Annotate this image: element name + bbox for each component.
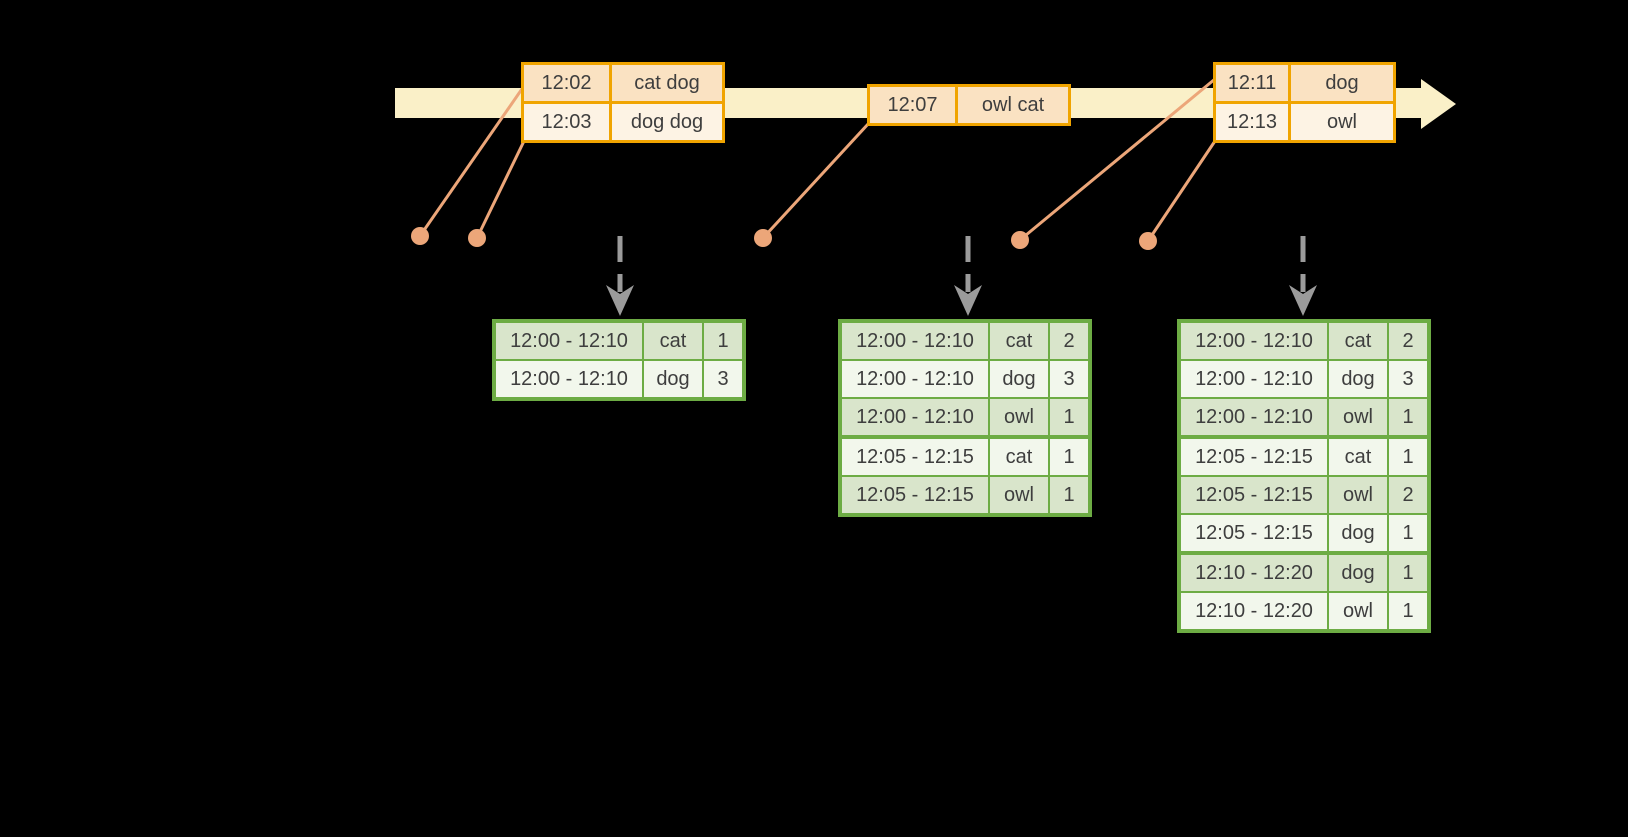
cell-window: 12:10 - 12:20 — [1181, 555, 1327, 591]
cell-word: dog — [1327, 515, 1387, 551]
cell-count: 1 — [1387, 399, 1427, 435]
cell-word: dog — [1327, 361, 1387, 397]
cell-word: cat — [1327, 439, 1387, 475]
cell-window: 12:05 - 12:15 — [1181, 515, 1327, 551]
cell-window: 12:05 - 12:15 — [842, 477, 988, 513]
cell-word: owl — [1327, 477, 1387, 513]
cell-word: dog — [642, 361, 702, 397]
cell-word: cat — [988, 323, 1048, 359]
cell-words: owl cat — [955, 87, 1068, 123]
cell-count: 1 — [1048, 439, 1088, 475]
cell-count: 1 — [1048, 399, 1088, 435]
event-connector-line-3 — [761, 121, 871, 240]
cell-window: 12:00 - 12:10 — [1181, 361, 1327, 397]
cell-word: dog — [1327, 555, 1387, 591]
trigger-arrow-2 — [954, 236, 982, 316]
cell-words: dog — [1288, 65, 1393, 101]
cell-word: owl — [988, 477, 1048, 513]
cell-count: 2 — [1048, 323, 1088, 359]
cell-window: 12:00 - 12:10 — [496, 361, 642, 397]
cell-window: 12:00 - 12:10 — [842, 323, 988, 359]
cell-window: 12:00 - 12:10 — [1181, 323, 1327, 359]
cell-words: cat dog — [609, 65, 722, 101]
cell-window: 12:05 - 12:15 — [842, 439, 988, 475]
event-dot-2 — [468, 229, 486, 247]
cell-word: owl — [1327, 593, 1387, 629]
event-dot-1 — [411, 227, 429, 245]
trigger-arrow-3 — [1289, 236, 1317, 316]
cell-words: owl — [1288, 104, 1393, 140]
event-connector-line-4 — [1019, 77, 1216, 242]
cell-count: 2 — [1387, 323, 1427, 359]
cell-window: 12:05 - 12:15 — [1181, 477, 1327, 513]
cell-count: 1 — [702, 323, 742, 359]
cell-window: 12:05 - 12:15 — [1181, 439, 1327, 475]
event-connector-line-1 — [418, 85, 526, 237]
cell-word: owl — [1327, 399, 1387, 435]
cell-count: 3 — [1387, 361, 1427, 397]
cell-window: 12:00 - 12:10 — [842, 399, 988, 435]
cell-word: owl — [988, 399, 1048, 435]
cell-word: cat — [642, 323, 702, 359]
trigger-arrow-1 — [606, 236, 634, 316]
cell-count: 1 — [1387, 555, 1427, 591]
cell-time: 12:07 — [870, 87, 955, 123]
event-connector-line-5 — [1146, 140, 1217, 242]
cell-window: 12:00 - 12:10 — [842, 361, 988, 397]
trigger-arrowhead-icon — [1289, 285, 1317, 316]
cell-time: 12:13 — [1216, 104, 1288, 140]
trigger-arrowhead-icon — [954, 285, 982, 316]
cell-word: cat — [988, 439, 1048, 475]
event-dot-4 — [1011, 231, 1029, 249]
cell-window: 12:10 - 12:20 — [1181, 593, 1327, 629]
event-connector-line-2 — [475, 138, 527, 239]
cell-time: 12:11 — [1216, 65, 1288, 101]
event-dot-3 — [754, 229, 772, 247]
cell-count: 1 — [1387, 439, 1427, 475]
timeline-arrowhead-icon — [1421, 79, 1456, 129]
trigger-arrowhead-icon — [606, 285, 634, 316]
cell-window: 12:00 - 12:10 — [496, 323, 642, 359]
cell-count: 1 — [1387, 593, 1427, 629]
cell-count: 3 — [1048, 361, 1088, 397]
cell-time: 12:02 — [524, 65, 609, 101]
cell-count: 1 — [1387, 515, 1427, 551]
cell-count: 1 — [1048, 477, 1088, 513]
cell-window: 12:00 - 12:10 — [1181, 399, 1327, 435]
cell-word: dog — [988, 361, 1048, 397]
cell-words: dog dog — [609, 104, 722, 140]
cell-time: 12:03 — [524, 104, 609, 140]
cell-word: cat — [1327, 323, 1387, 359]
event-dot-5 — [1139, 232, 1157, 250]
cell-count: 3 — [702, 361, 742, 397]
cell-count: 2 — [1387, 477, 1427, 513]
